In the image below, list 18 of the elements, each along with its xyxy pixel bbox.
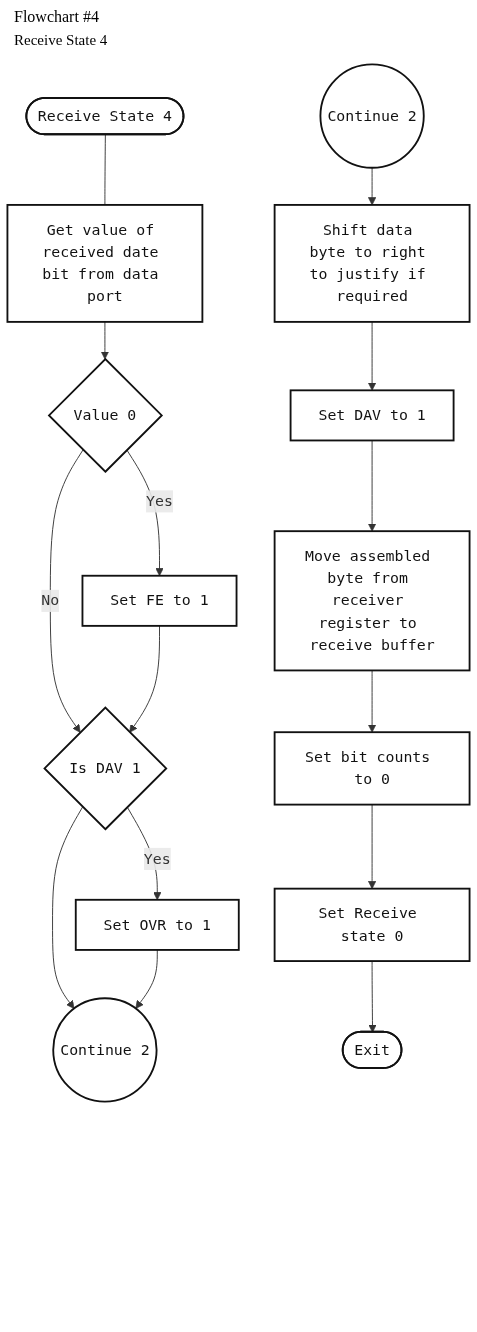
node-circle: Continue 2: [52, 997, 158, 1103]
node-diamond: Value 0: [47, 357, 164, 474]
edge-label: No: [41, 591, 60, 610]
title: Flowchart #4: [14, 8, 100, 26]
node-box: Move assembled byte from receiver register to receive buffer: [273, 530, 471, 672]
node-box: Set Receive state 0: [273, 887, 471, 962]
node-circle: Continue 2: [319, 63, 425, 169]
edge-label: Yes: [143, 849, 171, 868]
subtitle: Receive State 4: [14, 32, 109, 49]
node-box: Get value of received date bit from data port: [6, 204, 204, 323]
node-box: Shift data byte to right to justify if required: [273, 204, 471, 323]
node-box: Set DAV to 1: [289, 389, 455, 442]
node-diamond: Is DAV 1: [43, 706, 168, 831]
node-box: Set OVR to 1: [74, 898, 240, 951]
node-box: Set bit counts to 0: [273, 731, 471, 806]
edge-label: Yes: [146, 492, 173, 510]
node-box: Set FE to 1: [81, 574, 238, 627]
connector: [104, 134, 106, 206]
